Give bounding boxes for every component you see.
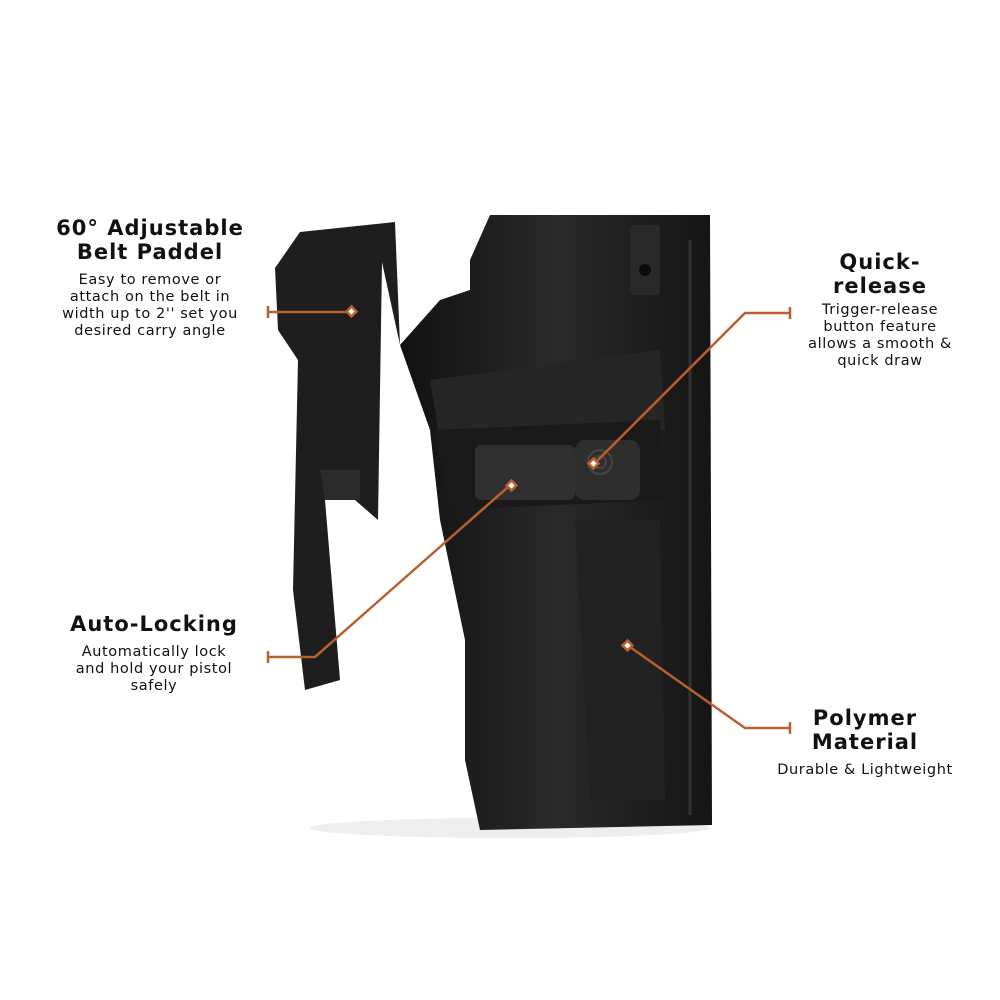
belt-paddle — [275, 222, 400, 690]
leader-quick — [594, 307, 792, 464]
callout-title: Quick-release — [833, 250, 927, 298]
leader-auto — [266, 486, 509, 663]
callout-title: Auto-Locking — [70, 612, 238, 636]
holster-shell — [400, 215, 712, 830]
leader-paddle — [266, 306, 348, 318]
callout-desc: Durable & Lightweight — [777, 762, 953, 778]
leader-polymer — [629, 645, 792, 734]
leader-lines — [266, 304, 792, 734]
